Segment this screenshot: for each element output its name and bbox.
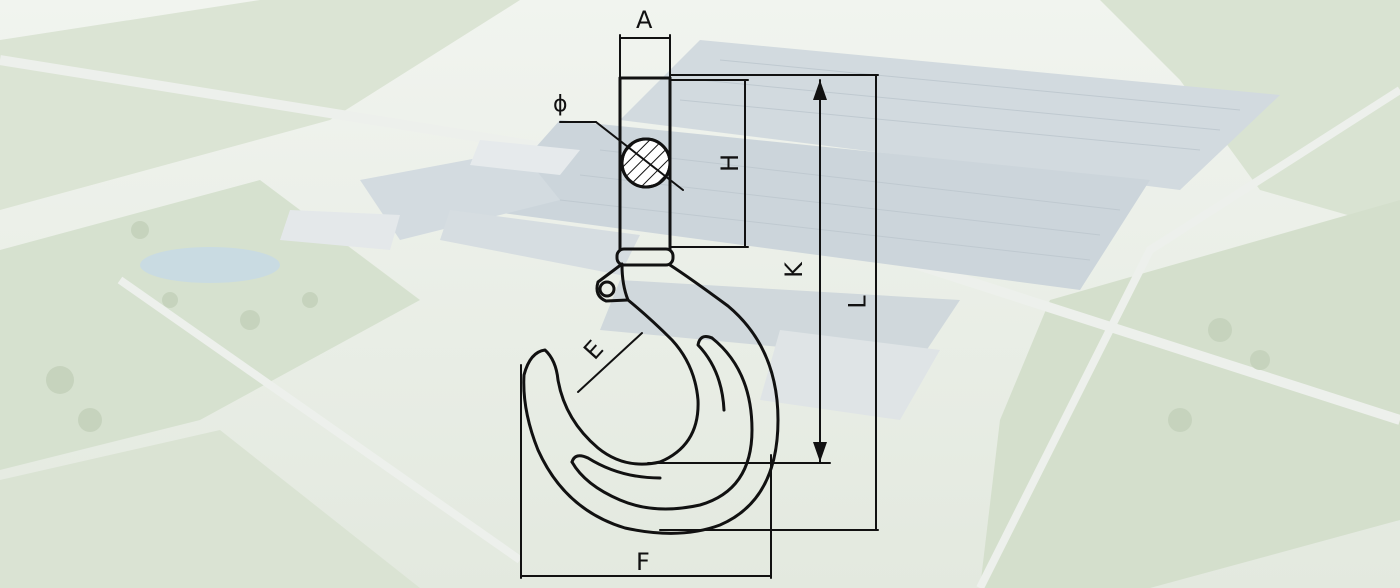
- dimension-e: [577, 332, 643, 393]
- rod-cross-section: [620, 137, 672, 189]
- hook-collar: [615, 247, 675, 267]
- hook-body: [522, 263, 780, 535]
- label-f: F: [636, 548, 650, 576]
- dimension-phi-leader: [559, 121, 684, 191]
- dimension-k: [647, 79, 831, 464]
- label-l: L: [843, 295, 872, 309]
- dimension-l: [659, 74, 879, 531]
- dimension-f: [520, 364, 772, 579]
- label-k: K: [779, 262, 808, 278]
- dimension-a: [619, 34, 671, 81]
- label-a: A: [636, 6, 653, 34]
- label-h: H: [716, 153, 745, 173]
- dimension-h: [669, 79, 749, 248]
- label-phi: ϕ: [553, 92, 568, 117]
- latch-ear: [595, 262, 630, 303]
